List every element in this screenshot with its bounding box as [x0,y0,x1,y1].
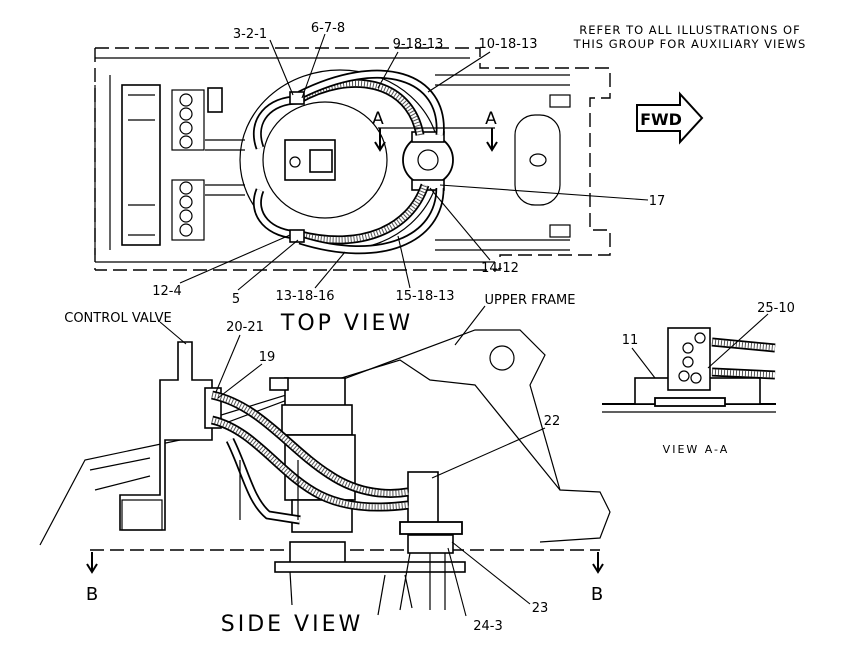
callout-11: 11 [622,333,639,348]
callout-22: 22 [544,414,561,429]
callout-17: 17 [649,194,666,209]
section-b-left: B [86,584,98,605]
top-view: A A 3-2-1 6-7-8 9-18-13 10-18-13 17 14-1… [94,21,666,336]
fwd-label: FWD [640,110,682,129]
callout-12-4: 12-4 [152,284,182,299]
top-view-title: TOP VIEW [280,311,413,336]
section-view-a-a: 11 25-10 VIEW A-A [602,301,795,456]
callout-23: 23 [532,601,549,616]
control-valve-label: CONTROL VALVE [64,311,172,326]
callout-9-18-13: 9-18-13 [393,37,444,52]
section-a-left: A [372,109,384,129]
callout-19: 19 [259,350,276,365]
callout-3-2-1: 3-2-1 [233,27,267,42]
callout-13-18-16: 13-18-16 [275,289,334,304]
callout-20-21: 20-21 [226,320,264,335]
callout-14-12: 14-12 [481,261,519,276]
callout-10-18-13: 10-18-13 [478,37,537,52]
callout-5: 5 [232,292,240,307]
section-a-right: A [485,109,497,129]
note-line-1: REFER TO ALL ILLUSTRATIONS OF [579,23,800,37]
side-view-title: SIDE VIEW [221,612,363,637]
callout-24-3: 24-3 [473,619,503,634]
callout-25-10: 25-10 [757,301,795,316]
view-a-a-title: VIEW A-A [663,443,730,456]
forward-arrow: FWD [636,91,704,145]
auxiliary-views-note: REFER TO ALL ILLUSTRATIONS OF THIS GROUP… [573,23,807,51]
upper-frame-label: UPPER FRAME [485,293,576,308]
section-b-right: B [591,584,603,605]
side-view: B B CONTROL VALVE 20-21 19 UPPER F [39,293,611,637]
callout-15-18-13: 15-18-13 [395,289,454,304]
note-line-2: THIS GROUP FOR AUXILIARY VIEWS [573,37,807,51]
callout-6-7-8: 6-7-8 [311,21,345,36]
